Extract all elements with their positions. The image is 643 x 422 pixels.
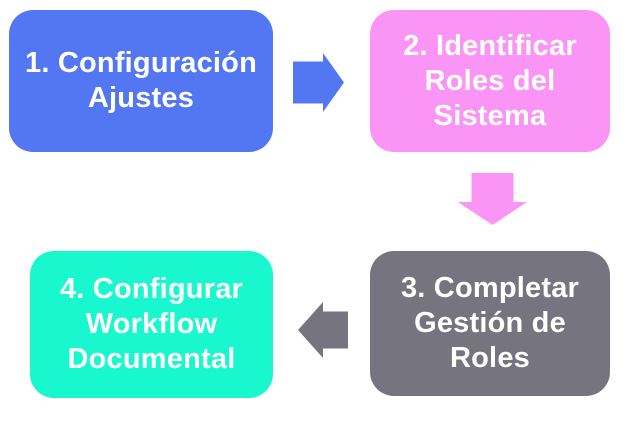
step-4-label-line-1: 4. Configurar xyxy=(59,273,244,305)
step-2-box: 2. Identificar Roles del Sistema xyxy=(370,10,610,152)
arrow-left-icon xyxy=(298,302,348,358)
arrow-right-shape xyxy=(293,53,344,112)
arrow-down-icon xyxy=(458,173,527,225)
step-2-label-line-2: Roles del xyxy=(424,64,556,97)
step-2-label-line-1: 2. Identificar xyxy=(403,29,577,62)
arrow-left-shape xyxy=(298,302,348,358)
step-2-label-line-3: Sistema xyxy=(433,99,547,132)
step-4-box: 4. Configurar Workflow Documental xyxy=(30,251,273,398)
step-3-label-line-3: Roles xyxy=(450,342,530,374)
arrow-right-icon xyxy=(293,53,344,112)
arrow-down-shape xyxy=(458,173,527,225)
step-1-label-line-1: 1. Configuración xyxy=(25,47,257,79)
step-1-label-line-2: Ajustes xyxy=(87,82,195,114)
step-3-box: 3. Completar Gestión de Roles xyxy=(370,251,610,396)
step-4-label-line-3: Documental xyxy=(67,343,236,375)
step-3-label-line-2: Gestión de xyxy=(414,307,566,339)
step-3-label-line-1: 3. Completar xyxy=(400,272,580,304)
step-1-box: 1. Configuración Ajustes xyxy=(9,10,273,152)
step-4-label-line-2: Workflow xyxy=(85,308,218,340)
